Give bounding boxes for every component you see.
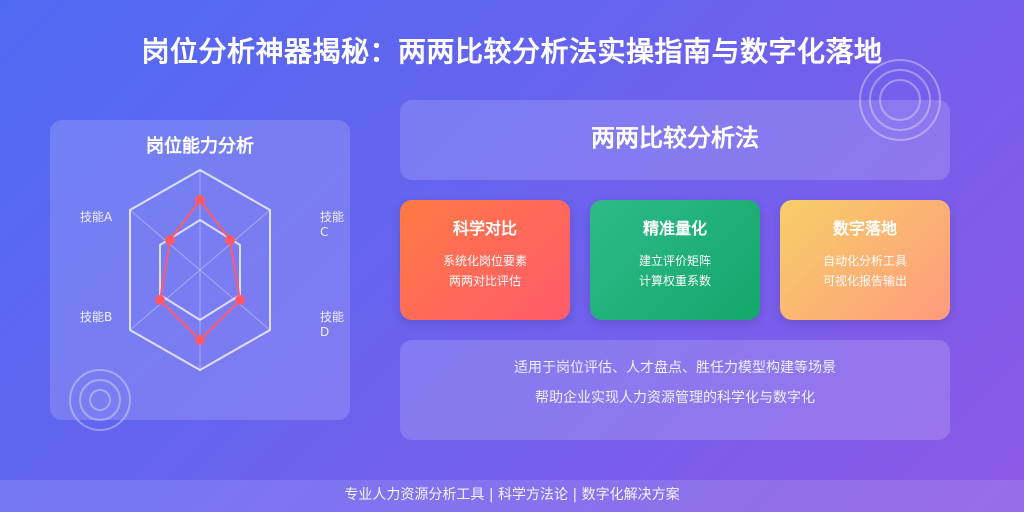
radar-label-skill-a: 技能A	[80, 210, 113, 224]
info-line-scenarios: 适用于岗位评估、人才盘点、胜任力模型构建等场景	[514, 360, 836, 376]
radar-grid-outer	[129, 168, 271, 372]
card-digital-implementation: 数字落地 自动化分析工具 可视化报告输出	[780, 200, 950, 320]
card-scientific-comparison: 科学对比 系统化岗位要素 两两对比评估	[400, 200, 570, 320]
card-line: 两两对比评估	[448, 274, 521, 288]
radar-point	[195, 335, 205, 345]
radar-point	[165, 235, 175, 245]
footer-bar: 专业人力资源分析工具 | 科学方法论 | 数字化解决方案	[0, 480, 1024, 512]
card-precise-quantification: 精准量化 建立评价矩阵 计算权重系数	[590, 200, 760, 320]
card-title: 数字落地	[832, 219, 897, 238]
card-title: 科学对比	[452, 219, 517, 238]
decorative-circles-bottom	[69, 369, 131, 431]
card-line: 系统化岗位要素	[442, 254, 527, 268]
card-line: 自动化分析工具	[822, 254, 907, 268]
radar-label-skill-c: 技能C	[320, 210, 345, 239]
decorative-circles-top	[859, 59, 941, 141]
card-line: 建立评价矩阵	[638, 254, 711, 268]
radar-point	[225, 235, 235, 245]
card-line: 计算权重系数	[638, 274, 711, 288]
page-title: 岗位分析神器揭秘：两两比较分析法实操指南与数字化落地	[141, 35, 883, 68]
radar-label-skill-d: 技能D	[320, 310, 345, 339]
radar-title: 岗位能力分析	[146, 136, 254, 157]
radar-panel: 岗位能力分析 技能A 技能C 技能B 技能D	[50, 120, 350, 420]
radar-grid-inner	[159, 218, 241, 322]
radar-point	[235, 295, 245, 305]
radar-point	[195, 195, 205, 205]
radar-label-skill-b: 技能B	[80, 310, 113, 324]
info-line-benefit: 帮助企业实现人力资源管理的科学化与数字化	[535, 390, 815, 406]
method-header-panel: 两两比较分析法	[400, 100, 950, 180]
info-panel: 适用于岗位评估、人才盘点、胜任力模型构建等场景 帮助企业实现人力资源管理的科学化…	[400, 340, 950, 440]
method-title: 两两比较分析法	[591, 124, 759, 152]
card-line: 可视化报告输出	[822, 274, 907, 288]
radar-chart	[129, 168, 271, 372]
radar-point	[155, 295, 165, 305]
card-title: 精准量化	[642, 219, 707, 238]
